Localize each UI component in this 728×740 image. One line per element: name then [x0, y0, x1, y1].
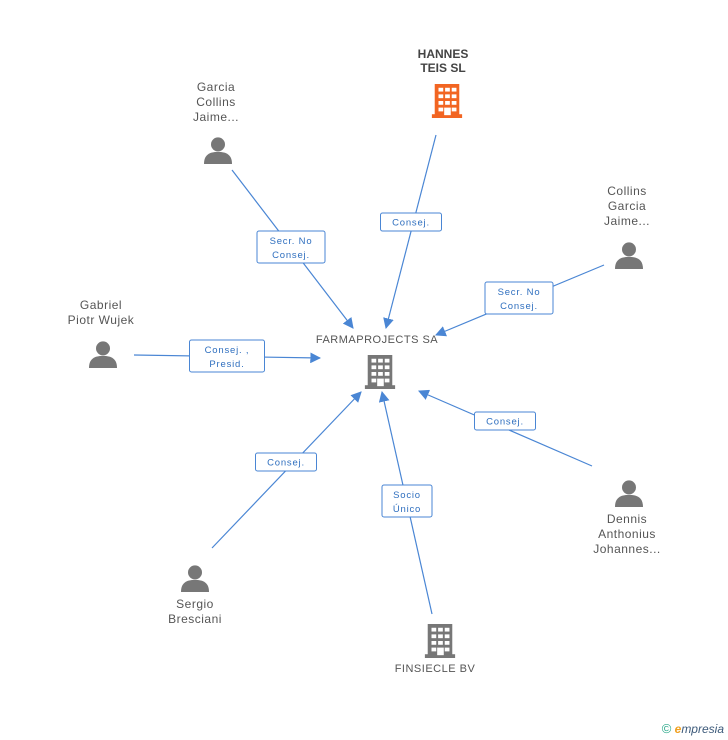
- relation-text: Consej.: [486, 417, 524, 428]
- node-finsiecle[interactable]: FINSIECLE BV: [395, 624, 476, 675]
- relation-text: Presid.: [209, 359, 244, 370]
- relation-text: Consej.: [272, 250, 310, 261]
- relation-label-garcia[interactable]: Secr. No Consej.: [256, 230, 326, 264]
- relation-text: Consej.: [500, 301, 538, 312]
- node-label-line: Jaime...: [604, 214, 650, 228]
- relation-text: Consej. ,: [205, 345, 250, 356]
- building-icon: [431, 84, 463, 118]
- relation-text: Secr. No: [498, 287, 541, 298]
- relation-box: [381, 484, 433, 518]
- relation-box: [474, 411, 536, 431]
- node-collins[interactable]: CollinsGarciaJaime...: [604, 184, 650, 269]
- node-label-line: Bresciani: [168, 612, 222, 626]
- node-label-line: Anthonius: [598, 527, 656, 541]
- node-label-line: TEIS SL: [420, 61, 465, 75]
- building-icon: [424, 624, 456, 658]
- copyright-icon: ©: [661, 721, 672, 736]
- node-label-line: Johannes...: [593, 542, 661, 556]
- person-icon: [615, 480, 643, 507]
- relation-text: Socio: [393, 490, 421, 501]
- relation-text: Único: [393, 504, 421, 515]
- center-company-farmaprojects[interactable]: FARMAPROJECTS SA: [316, 334, 438, 389]
- brand-name: empresia: [674, 722, 724, 736]
- node-label-line: Sergio: [176, 597, 214, 611]
- relation-text: Consej.: [267, 458, 305, 469]
- person-icon: [181, 565, 209, 592]
- node-label-line: HANNES: [418, 47, 469, 61]
- relation-box: [189, 339, 265, 373]
- relation-box: [380, 212, 442, 232]
- node-label-line: Garcia: [608, 199, 646, 213]
- node-label-line: Jaime...: [193, 110, 239, 124]
- relation-label-hannes[interactable]: Consej.: [380, 212, 442, 232]
- relation-label-dennis[interactable]: Consej.: [474, 411, 536, 431]
- node-label-line: Piotr Wujek: [68, 313, 135, 327]
- relation-text: Consej.: [392, 218, 430, 229]
- node-label-line: Dennis: [607, 512, 647, 526]
- person-icon: [89, 341, 117, 368]
- relation-label-sergio[interactable]: Consej.: [255, 452, 317, 472]
- person-icon: [615, 242, 643, 269]
- node-label-line: FINSIECLE BV: [395, 663, 476, 675]
- person-icon: [204, 137, 232, 164]
- node-garcia[interactable]: GarciaCollinsJaime...: [193, 80, 239, 164]
- relation-label-gabriel[interactable]: Consej. , Presid.: [189, 339, 265, 373]
- center-company-label: FARMAPROJECTS SA: [316, 334, 438, 346]
- building-icon: [364, 355, 396, 389]
- node-dennis[interactable]: DennisAnthoniusJohannes...: [593, 480, 661, 556]
- relation-text: Secr. No: [270, 236, 313, 247]
- relation-box: [484, 281, 554, 315]
- relation-box: [255, 452, 317, 472]
- empresia-watermark[interactable]: © empresia: [662, 721, 724, 736]
- node-label-line: Collins: [196, 95, 236, 109]
- relation-label-collins[interactable]: Secr. No Consej.: [484, 281, 554, 315]
- node-label-line: Garcia: [197, 80, 235, 94]
- node-label-line: Collins: [607, 184, 647, 198]
- node-label-line: Gabriel: [80, 298, 122, 312]
- relation-box: [256, 230, 326, 264]
